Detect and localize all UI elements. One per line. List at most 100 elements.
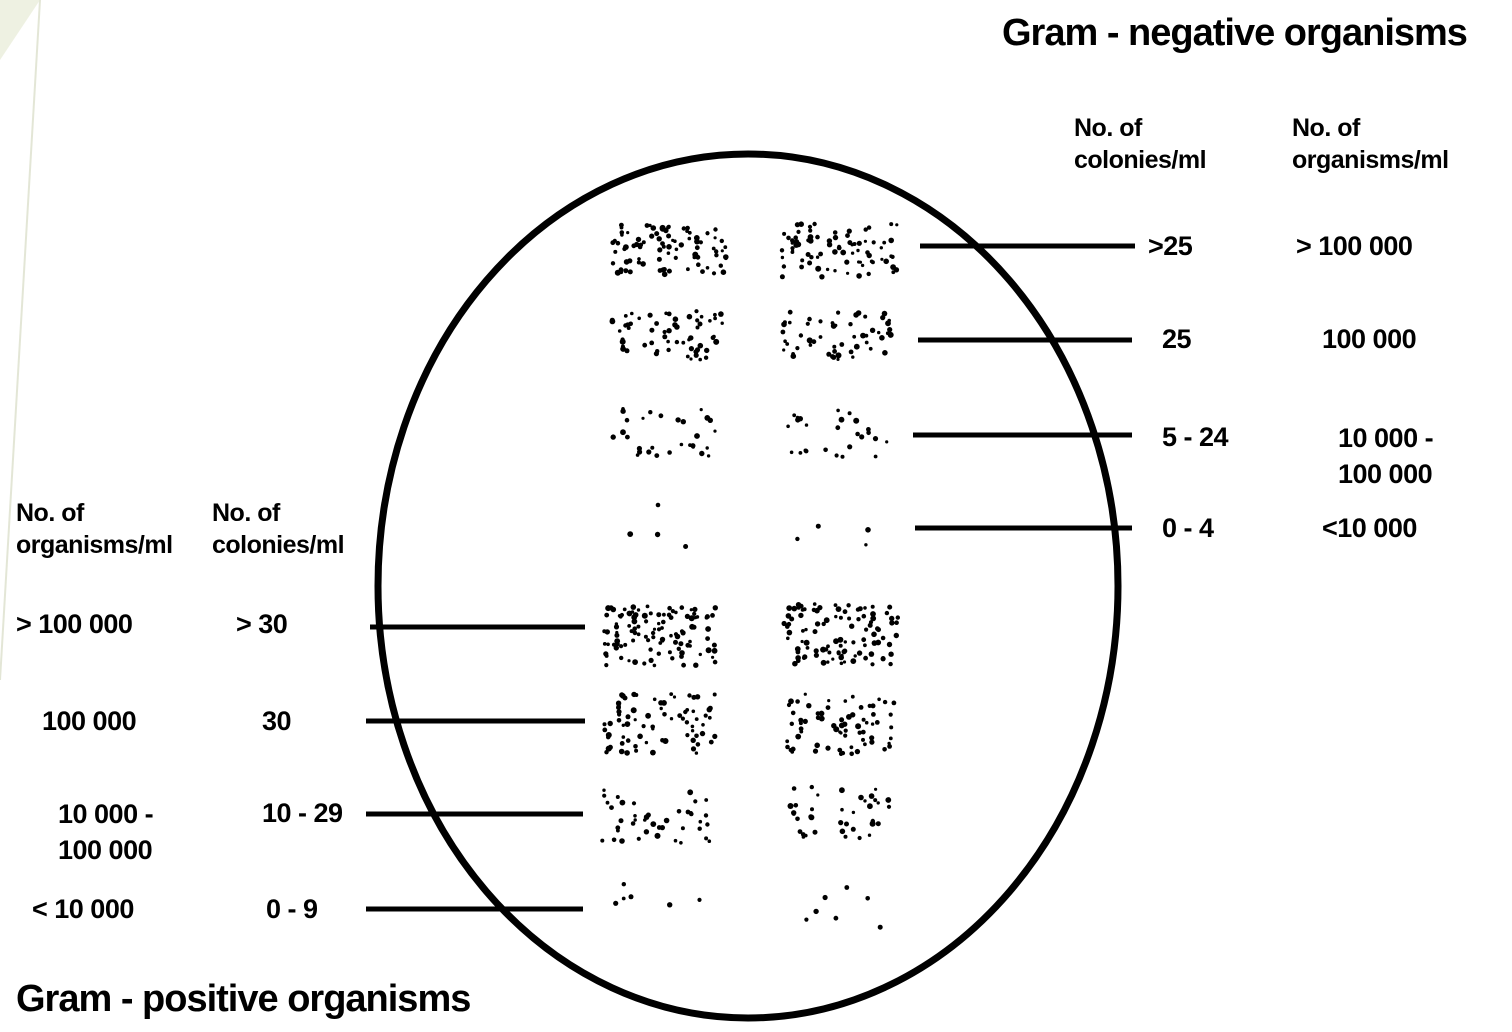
colony-dot xyxy=(833,638,839,644)
colony-dot xyxy=(604,613,609,618)
colony-dot xyxy=(780,274,785,279)
colony-dot xyxy=(801,629,805,633)
colony-dot xyxy=(833,235,838,240)
colony-dot xyxy=(695,347,700,352)
colony-dot xyxy=(680,443,684,447)
colony-dot xyxy=(792,786,797,791)
colony-dot xyxy=(819,335,823,339)
colony-dot xyxy=(787,630,793,636)
colony-dot xyxy=(806,252,811,257)
colony-dot xyxy=(700,408,703,411)
colony-dot xyxy=(704,356,708,360)
colony-dot xyxy=(627,531,633,537)
colony-dot xyxy=(838,655,844,661)
colony-dot xyxy=(648,647,652,651)
colony-dot xyxy=(692,710,696,714)
colony-dot xyxy=(637,608,640,611)
colony-dot xyxy=(609,805,614,810)
colony-dot xyxy=(714,236,717,239)
colony-dot xyxy=(804,834,808,838)
colony-dot xyxy=(654,453,659,458)
colony-dot xyxy=(622,897,626,901)
colony-dot xyxy=(619,749,625,755)
colony-dot xyxy=(660,241,665,246)
colony-dot xyxy=(658,268,663,273)
colony-dot xyxy=(649,341,654,346)
colony-dot xyxy=(858,606,863,611)
colony-dot xyxy=(653,664,657,668)
colony-dot xyxy=(888,238,894,244)
colony-dot xyxy=(821,660,827,666)
colony-dot xyxy=(626,714,631,719)
colony-dot xyxy=(834,324,837,327)
colony-dot xyxy=(614,633,619,638)
colony-dot xyxy=(816,711,821,716)
colony-dot xyxy=(713,605,718,610)
colony-dot xyxy=(616,829,620,833)
colony-dot xyxy=(705,626,711,632)
colony-dot xyxy=(889,737,893,741)
colony-dot xyxy=(689,624,695,630)
colony-dot xyxy=(827,651,831,655)
colony-dot xyxy=(894,633,899,638)
colony-dot xyxy=(681,663,686,668)
colony-dot xyxy=(634,818,637,821)
colony-dot xyxy=(695,717,699,721)
colony-dot xyxy=(679,841,683,845)
colony-dot xyxy=(644,814,650,820)
colony-dot xyxy=(650,446,654,450)
colony-dot xyxy=(704,813,708,817)
colony-dot xyxy=(839,644,843,648)
colony-dot xyxy=(810,807,814,811)
colony-dot xyxy=(869,740,874,745)
colony-dot xyxy=(799,721,803,725)
colony-dot xyxy=(816,256,819,259)
colony-dot xyxy=(649,328,654,333)
colony-dot xyxy=(685,720,689,724)
colony-dot xyxy=(649,658,654,663)
colony-dot xyxy=(617,704,621,708)
colony-dot xyxy=(646,449,651,454)
colony-dot xyxy=(704,415,710,421)
colony-dot xyxy=(803,719,808,724)
colony-dot xyxy=(706,266,710,270)
colony-dot xyxy=(781,330,786,335)
colony-dot xyxy=(813,749,818,754)
colony-dot xyxy=(839,417,845,423)
colony-dot xyxy=(843,660,846,663)
colony-dot xyxy=(833,726,839,732)
colony-dot xyxy=(691,746,696,751)
colony-dot xyxy=(678,641,683,646)
colony-dot xyxy=(866,431,871,436)
gram-positive-patch-heavy xyxy=(602,604,718,668)
colony-dot xyxy=(622,735,626,739)
colony-dot xyxy=(626,231,629,234)
colony-dot xyxy=(861,738,865,742)
colony-dot xyxy=(654,231,659,236)
colony-dot xyxy=(657,627,661,631)
colony-dot xyxy=(667,902,672,907)
colony-dot xyxy=(644,829,649,834)
colony-dot xyxy=(827,699,830,702)
colony-dot xyxy=(885,797,891,803)
colony-dot xyxy=(710,613,715,618)
gram-positive-organisms-value: < 10 000 xyxy=(32,896,134,923)
colony-dot xyxy=(865,527,871,533)
colony-dot xyxy=(650,750,656,756)
colony-dot xyxy=(804,918,808,922)
colony-dot xyxy=(857,260,860,263)
colony-dot xyxy=(834,615,837,618)
colony-dot xyxy=(870,260,874,264)
colony-dot xyxy=(826,644,830,648)
colony-dot xyxy=(875,720,880,725)
colony-dot xyxy=(887,327,892,332)
colony-dot xyxy=(792,413,796,417)
colony-dot xyxy=(671,239,674,242)
colony-dot xyxy=(679,654,684,659)
colony-dot xyxy=(836,358,839,361)
colony-dot xyxy=(844,699,848,703)
colony-dot xyxy=(606,746,612,752)
colony-dot xyxy=(839,637,844,642)
colony-dot xyxy=(720,239,724,243)
